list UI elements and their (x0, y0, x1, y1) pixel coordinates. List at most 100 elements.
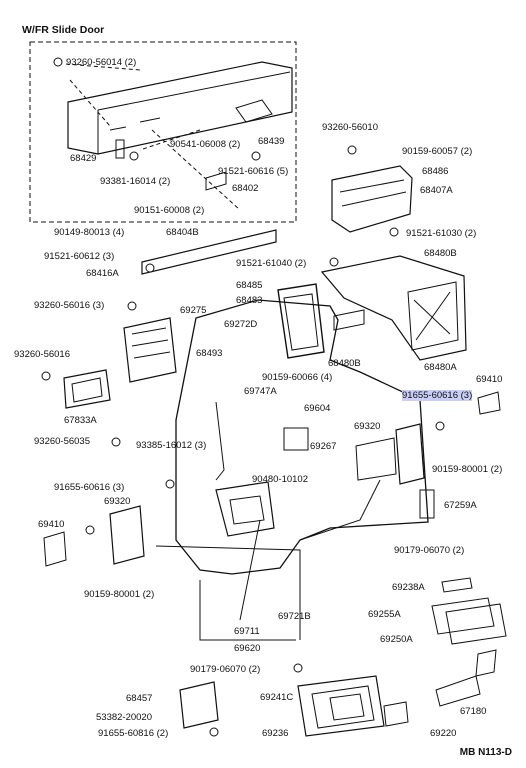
part-label[interactable]: 67833A (64, 415, 97, 426)
part-69220 (383, 701, 409, 727)
part-67259A (419, 489, 435, 519)
part-label[interactable]: 68404B (166, 227, 199, 238)
part-label[interactable]: 90179-06070 (2) (394, 545, 465, 556)
striker-69410-left (43, 531, 67, 567)
part-label[interactable]: 93260-56010 (322, 122, 378, 133)
door-inner-outline (175, 299, 429, 575)
part-label[interactable]: 69272D (224, 319, 258, 330)
part-label[interactable]: 93260-56035 (34, 436, 90, 447)
part-label[interactable]: 91521-60616 (5) (218, 166, 289, 177)
part-label[interactable]: 93260-56014 (2) (66, 57, 137, 68)
bracket-68480A-part (320, 255, 467, 361)
part-label[interactable]: 91655-60616 (3) (54, 482, 125, 493)
plate-68480B (333, 309, 365, 331)
frame-68485 (277, 283, 325, 359)
handle-69241C (297, 675, 385, 737)
part-label[interactable]: 90159-60066 (4) (262, 372, 333, 383)
part-label[interactable]: 91655-60816 (2) (98, 728, 169, 739)
lock-69320-left (109, 505, 145, 565)
part-label[interactable]: 90541-06008 (2) (170, 139, 241, 150)
part-label[interactable]: 69238A (392, 582, 425, 593)
door-rail-part (67, 61, 293, 155)
part-label[interactable]: 90480-10102 (252, 474, 308, 485)
rod-69721B (239, 519, 261, 621)
part-68439 (235, 99, 273, 123)
module-69272D (123, 317, 177, 383)
part-label[interactable]: 93260-56016 (3) (34, 300, 105, 311)
part-label[interactable]: 69721B (278, 611, 311, 622)
part-label[interactable]: 69711 (234, 626, 260, 637)
part-label[interactable]: 67259A (444, 500, 477, 511)
bolt-marker (129, 151, 139, 161)
part-label[interactable]: 90179-06070 (2) (190, 664, 261, 675)
bracket-68407A-part (331, 165, 413, 233)
striker-69410-right (477, 391, 501, 415)
part-label[interactable]: 69410 (476, 374, 503, 385)
part-label[interactable]: 68416A (86, 268, 119, 279)
bolt-marker (145, 263, 155, 273)
part-label[interactable]: 69275 (180, 305, 207, 316)
part-label[interactable]: 68457 (126, 693, 153, 704)
part-label[interactable]: 90151-60008 (2) (134, 205, 205, 216)
part-label[interactable]: 68483 (236, 295, 263, 306)
lock-69320-right (395, 423, 425, 485)
hinge-68457 (179, 681, 219, 729)
part-label[interactable]: 69236 (262, 728, 289, 739)
part-label[interactable]: 67180 (460, 706, 487, 717)
part-label[interactable]: 69747A (244, 386, 277, 397)
part-label[interactable]: 69255A (368, 609, 401, 620)
bolt-marker (347, 145, 357, 155)
bolt-marker (165, 479, 175, 489)
bolt-marker (251, 151, 261, 161)
part-69250A (445, 603, 507, 645)
part-label[interactable]: 68493 (196, 348, 223, 359)
diagram-code: MB N113-D (459, 747, 512, 758)
bolt-marker (389, 227, 399, 237)
part-label[interactable]: 68439 (258, 136, 285, 147)
bolt-marker (111, 437, 121, 447)
part-label[interactable]: 69267 (310, 441, 337, 452)
part-label[interactable]: 68486 (422, 166, 449, 177)
part-label-highlighted[interactable]: 91655-60616 (3) (402, 390, 473, 401)
part-label[interactable]: 90159-80001 (2) (84, 589, 155, 600)
part-label[interactable]: 91521-61030 (2) (406, 228, 477, 239)
panel-69267 (283, 427, 309, 451)
part-label[interactable]: 68485 (236, 280, 263, 291)
part-label[interactable]: 90149-80013 (4) (54, 227, 125, 238)
rod-69747A (215, 401, 225, 481)
part-label[interactable]: 69220 (430, 728, 457, 739)
bolt-marker (209, 727, 219, 737)
part-label[interactable]: 53382-20020 (96, 712, 152, 723)
part-label[interactable]: 68429 (70, 153, 97, 164)
bolt-marker (53, 57, 63, 67)
part-label[interactable]: 69620 (234, 643, 261, 654)
part-label[interactable]: 69250A (380, 634, 413, 645)
part-label[interactable]: 68407A (420, 185, 453, 196)
lock-assembly-lower (215, 481, 275, 537)
part-label[interactable]: 68402 (232, 183, 259, 194)
bolt-marker (41, 371, 51, 381)
part-label[interactable]: 90159-80001 (2) (432, 464, 503, 475)
bracket-68416A-part (141, 229, 277, 275)
part-label[interactable]: 93381-16014 (2) (100, 176, 171, 187)
part-69238A (441, 577, 473, 593)
upper-assembly-dashed-box (29, 41, 297, 223)
part-label[interactable]: 69604 (304, 403, 331, 414)
diagram-title: W/FR Slide Door (22, 24, 105, 36)
part-label[interactable]: 91521-61040 (2) (236, 258, 307, 269)
part-label[interactable]: 91521-60612 (3) (44, 251, 115, 262)
part-68429 (115, 139, 125, 159)
part-68402 (205, 171, 227, 191)
part-label[interactable]: 68480B (328, 358, 361, 369)
part-label[interactable]: 69241C (260, 692, 294, 703)
bolt-marker (435, 421, 445, 431)
part-label[interactable]: 69410 (38, 519, 65, 530)
part-label[interactable]: 93260-56016 (14, 349, 70, 360)
part-label[interactable]: 69320 (354, 421, 381, 432)
part-label[interactable]: 68480B (424, 248, 457, 259)
part-label[interactable]: 93385-16012 (3) (136, 440, 207, 451)
part-label[interactable]: 90159-60057 (2) (402, 146, 473, 157)
part-label[interactable]: 68480A (424, 362, 457, 373)
part-label[interactable]: 69320 (104, 496, 131, 507)
